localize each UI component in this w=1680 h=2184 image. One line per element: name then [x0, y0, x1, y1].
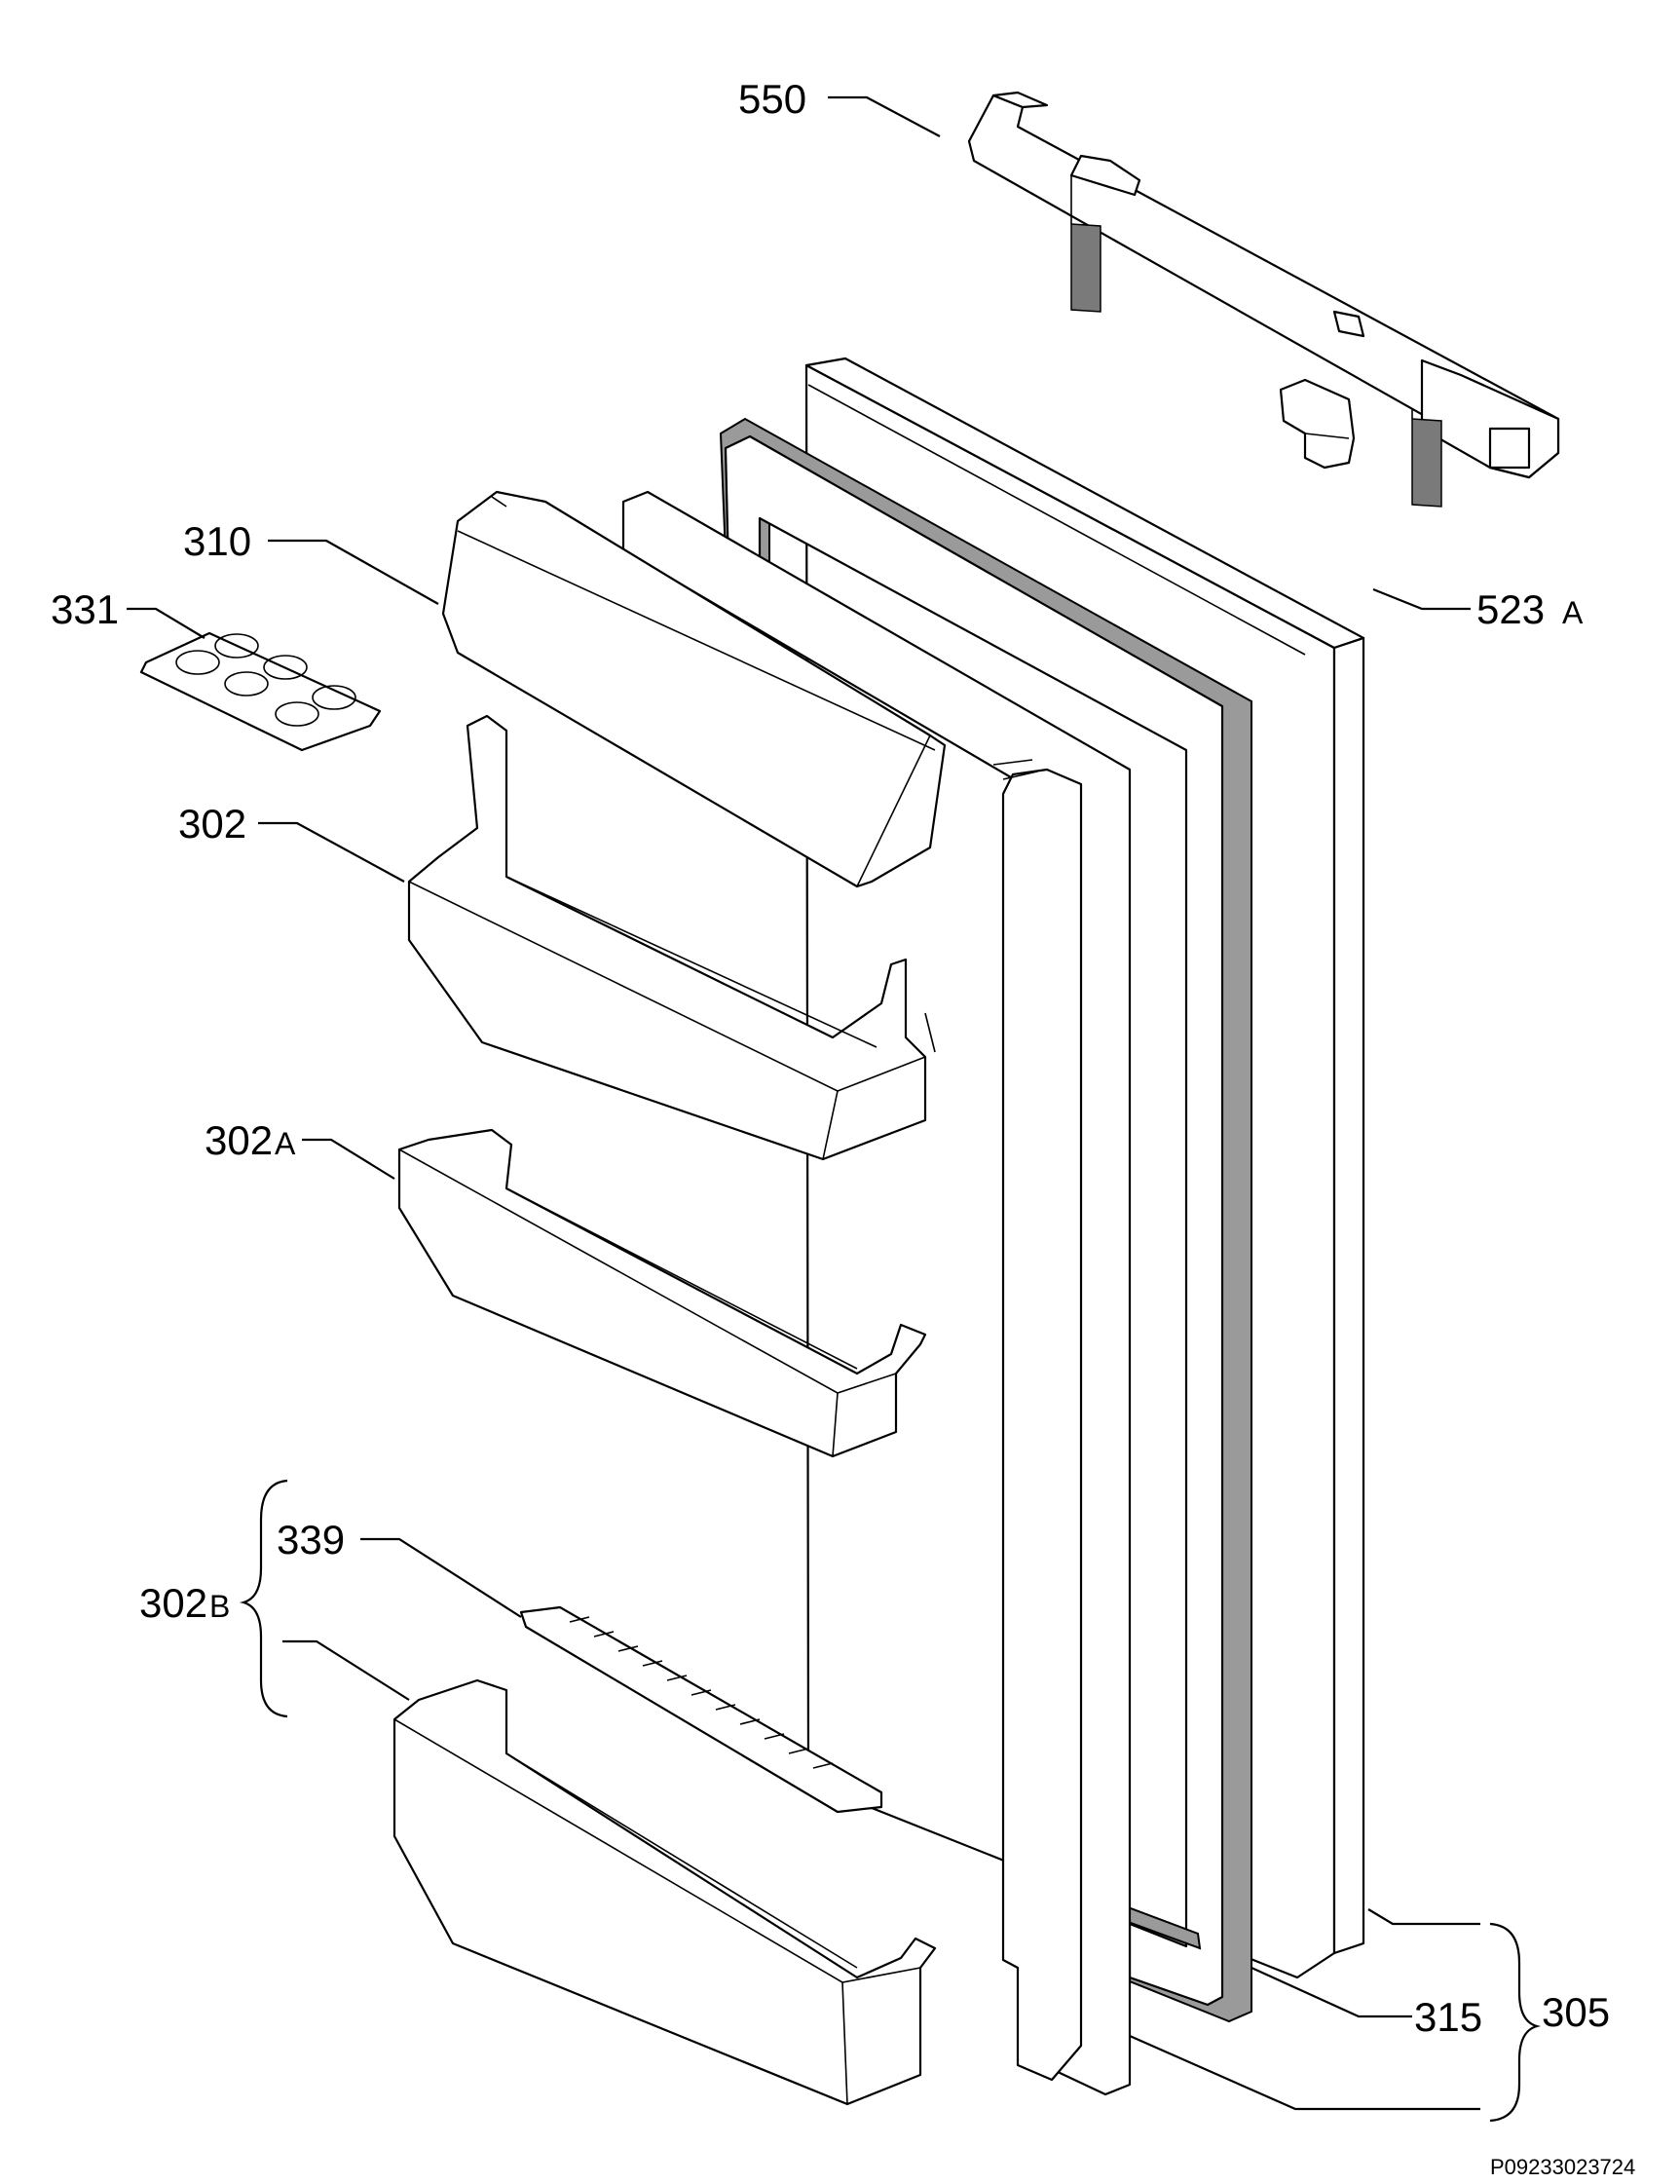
leader-302a	[302, 1138, 395, 1180]
part-523a-hinge-piece	[1279, 378, 1356, 470]
leader-331	[127, 607, 205, 639]
label-550: 550	[738, 76, 806, 122]
part-310-dairy-lid	[441, 490, 947, 888]
label-302a-suffix: A	[275, 1126, 296, 1161]
part-339-bottle-retainer	[519, 1605, 883, 1814]
leader-523a	[1372, 587, 1471, 611]
drawing-reference-number: P09233023724	[1490, 2155, 1635, 2179]
leader-339	[360, 1537, 522, 1618]
leader-305-bottom	[1129, 2034, 1480, 2111]
label-331: 331	[51, 586, 119, 632]
leader-315	[1251, 1966, 1412, 2018]
leader-lines	[127, 95, 1480, 2111]
part-331-egg-tray	[139, 631, 382, 752]
leader-302	[258, 821, 405, 883]
part-302b-bottle-shelf	[392, 1678, 937, 2106]
label-305: 305	[1542, 1989, 1610, 2035]
label-310: 310	[183, 518, 251, 564]
part-550-hinge-cover	[967, 91, 1560, 508]
label-302: 302	[178, 801, 246, 847]
label-302a: 302	[205, 1117, 273, 1163]
part-302-door-shelf	[407, 714, 936, 1161]
door-inner-liner	[621, 490, 1132, 2096]
label-315: 315	[1414, 1994, 1482, 2040]
label-302b: 302	[139, 1580, 207, 1626]
leader-310	[268, 539, 439, 605]
leader-305-top	[1367, 1908, 1480, 1926]
brace-305	[1489, 1922, 1542, 2123]
label-302b-suffix: B	[209, 1589, 230, 1624]
label-523: 523	[1476, 586, 1545, 632]
label-339: 339	[277, 1517, 345, 1563]
leader-302b-lower	[282, 1639, 410, 1701]
label-523-suffix: A	[1562, 595, 1584, 630]
leader-550	[828, 95, 941, 137]
part-302a-door-shelf	[397, 1128, 927, 1458]
brace-302b	[239, 1479, 288, 1718]
